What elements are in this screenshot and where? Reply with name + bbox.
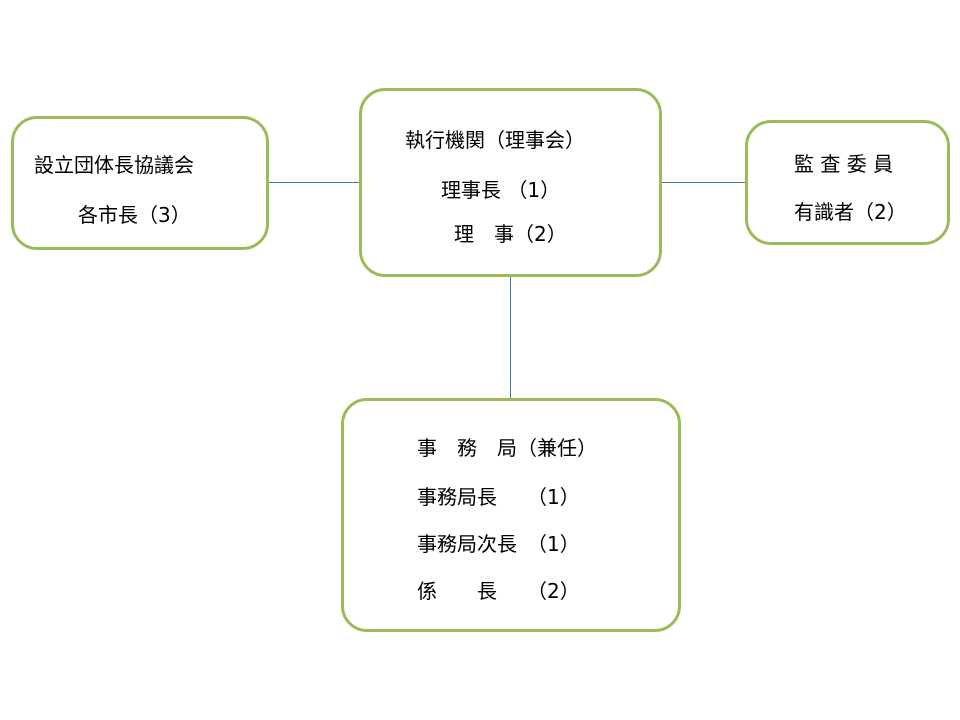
council-title: 設立団体長協議会 [34,153,194,177]
secretariat-deputy-director: 事務局次長 （1） [417,532,580,556]
auditor-members: 有識者（2） [794,200,907,224]
connector-executive-auditor [661,182,745,183]
secretariat-chief: 係 長 （2） [417,579,580,603]
connector-executive-secretariat [510,276,511,400]
executive-chairman: 理事長 （1） [441,178,561,202]
auditor-box: 監 査 委 員 有識者（2） [745,120,950,245]
executive-box: 執行機関（理事会） 理事長 （1） 理 事（2） [359,88,662,277]
connector-council-executive [268,182,360,183]
council-members: 各市長（3） [78,203,191,227]
council-box: 設立団体長協議会 各市長（3） [11,116,269,250]
secretariat-director: 事務局長 （1） [417,485,580,509]
executive-title: 執行機関（理事会） [405,128,585,152]
secretariat-title: 事 務 局（兼任） [417,436,597,460]
auditor-title: 監 査 委 員 [794,152,894,176]
secretariat-box: 事 務 局（兼任） 事務局長 （1） 事務局次長 （1） 係 長 （2） [341,398,681,632]
executive-directors: 理 事（2） [454,222,567,246]
